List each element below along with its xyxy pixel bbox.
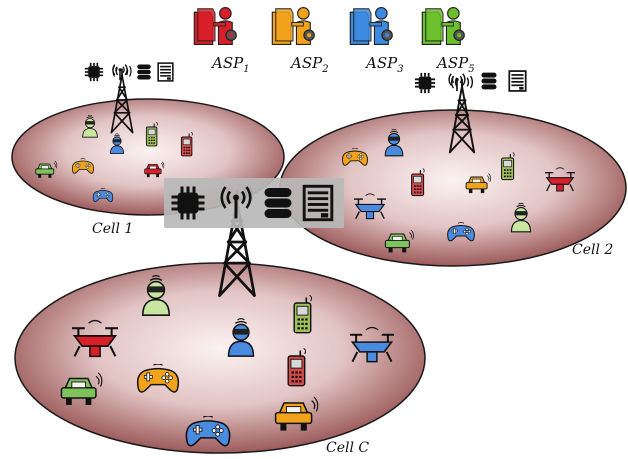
database-icon — [481, 72, 497, 90]
database-icon — [137, 64, 151, 80]
cpu-icon — [84, 62, 104, 82]
cell-2-label: Cell 2 — [572, 242, 613, 258]
asp-1-icon — [193, 6, 237, 46]
server-icon — [508, 70, 527, 92]
asp-group: ASP1 ASP2 ASP3 ASP5 — [193, 6, 475, 75]
resource-panel — [164, 178, 344, 228]
asp-3-icon — [349, 6, 393, 46]
asp-3-label: ASP3 — [364, 54, 404, 75]
database-icon — [264, 188, 292, 218]
asp-2-icon — [271, 6, 315, 46]
asp-1-label: ASP1 — [210, 54, 250, 75]
server-icon — [157, 62, 174, 82]
cell-c: Cell C — [14, 262, 426, 456]
cell-c-area — [14, 262, 426, 454]
cell-c-label: Cell C — [326, 440, 369, 456]
cell-1-label: Cell 1 — [92, 221, 133, 237]
asp-2-label: ASP2 — [289, 54, 329, 75]
asp-5-icon — [421, 6, 465, 46]
antenna-icon — [112, 63, 128, 82]
cpu-icon — [414, 72, 436, 94]
asp-5-label: ASP5 — [435, 54, 475, 75]
cell-2: Cell 2 — [279, 70, 627, 267]
central-base-station — [164, 178, 344, 298]
